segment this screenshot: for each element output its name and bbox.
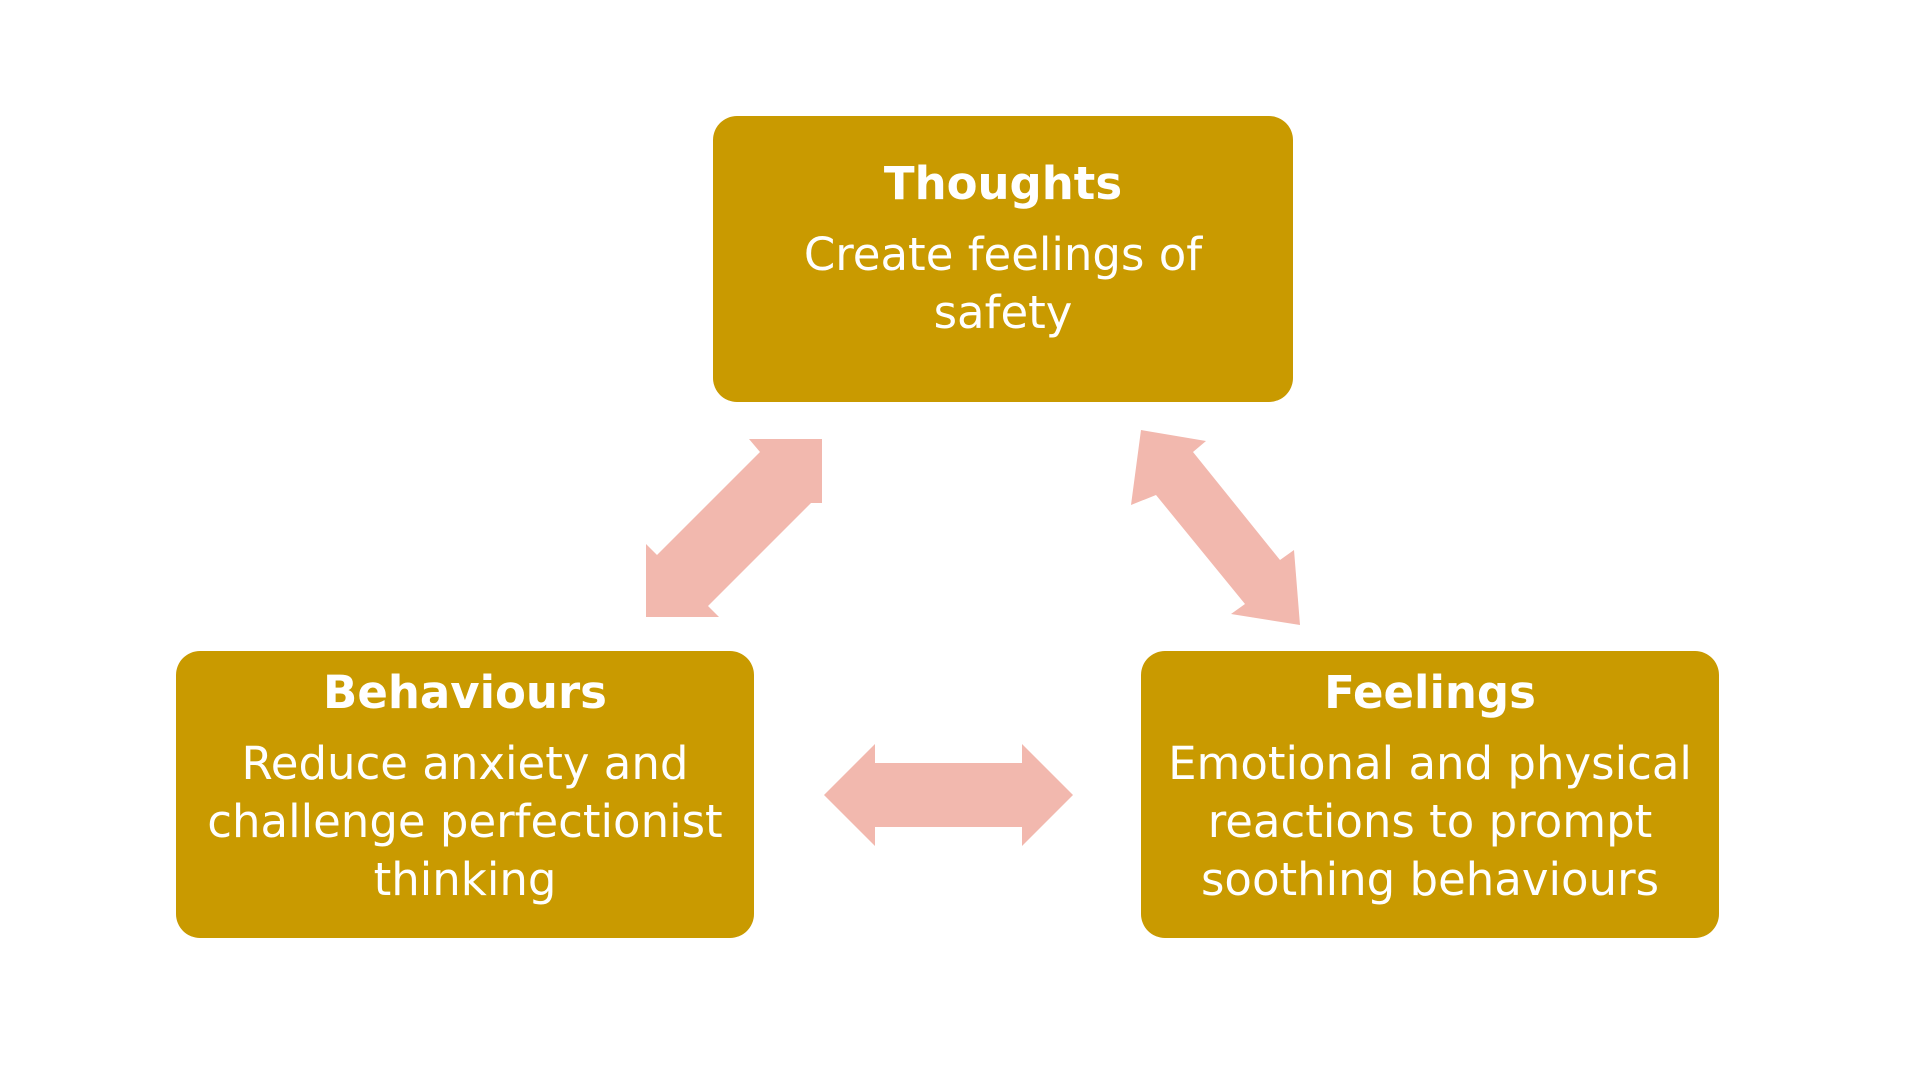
thoughts-line-1: Create feelings of xyxy=(803,228,1203,282)
arrow-behaviours-feelings xyxy=(824,744,1073,846)
behaviours-box: Behaviours Reduce anxiety and challenge … xyxy=(176,651,754,938)
behaviours-line-3: thinking xyxy=(373,853,557,907)
thoughts-box: Thoughts Create feelings of safety xyxy=(713,116,1293,402)
behaviours-line-2: challenge perfectionist xyxy=(207,795,723,849)
thoughts-title: Thoughts xyxy=(883,157,1123,210)
feelings-line-1: Emotional and physical xyxy=(1168,737,1692,791)
arrow-thoughts-behaviours xyxy=(646,439,822,617)
behaviours-title: Behaviours xyxy=(323,666,607,719)
feelings-line-2: reactions to prompt xyxy=(1207,795,1653,849)
thoughts-line-2: safety xyxy=(933,286,1073,340)
behaviours-line-1: Reduce anxiety and xyxy=(241,737,689,791)
feelings-box: Feelings Emotional and physical reaction… xyxy=(1141,651,1719,938)
arrow-thoughts-feelings xyxy=(1131,430,1300,625)
feelings-line-3: soothing behaviours xyxy=(1200,853,1660,907)
feelings-title: Feelings xyxy=(1324,666,1536,719)
